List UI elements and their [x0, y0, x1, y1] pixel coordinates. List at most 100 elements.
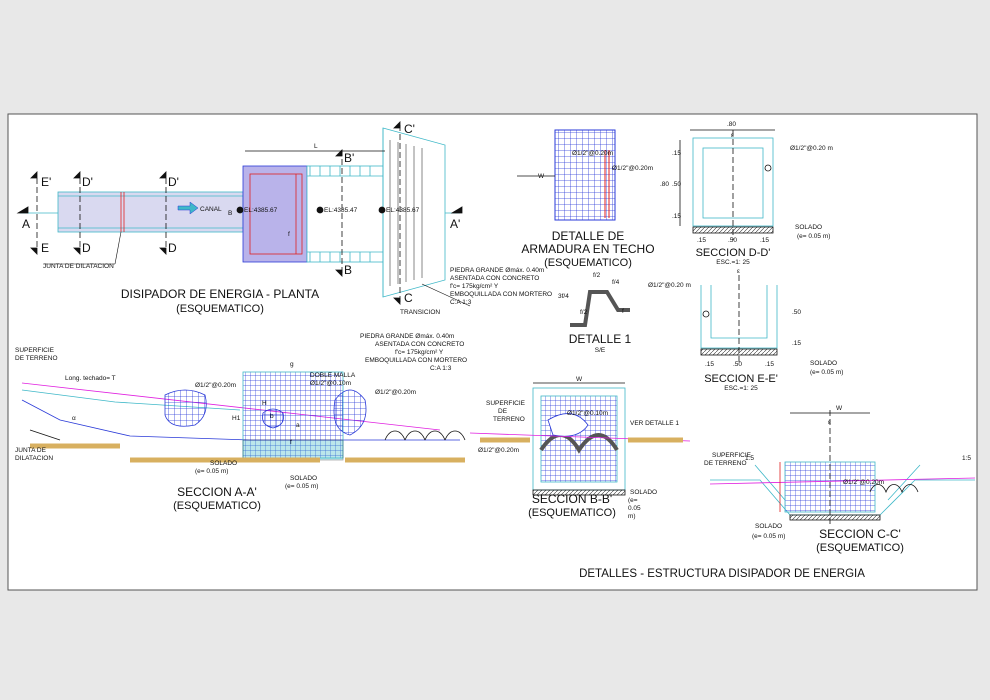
cut-label-e2: E'	[41, 175, 51, 189]
dim-b: B	[228, 210, 232, 217]
ee-b50: .50	[733, 361, 742, 368]
dd-b50: .50	[728, 237, 737, 244]
cc-axis: ε	[828, 419, 831, 426]
techo-bar-1: Ø1/2"@0.20m	[572, 150, 613, 157]
ee-axis: ε	[737, 268, 740, 275]
dd-d50: .50	[672, 181, 681, 188]
aa-superficie-2: DE TERRENO	[15, 355, 58, 362]
transicion-label: TRANSICION	[400, 309, 440, 316]
elevation-2: EL:4385.47	[324, 207, 358, 214]
section-ee-labels: Ø1/2"@0.20 m .50 .15 SOLADO (e= 0.05 m) …	[648, 268, 843, 376]
aa-dim-h: H	[262, 400, 267, 407]
aa-note-4: EMBOQUILLADA CON MORTERO	[365, 357, 467, 364]
aa-junta-2: DILATACION	[15, 455, 53, 462]
techo-title-2: ARMADURA EN TECHO	[521, 242, 654, 256]
canal-label: CANAL	[200, 206, 222, 213]
plan-note-4: EMBOQUILLADA CON MORTERO	[450, 291, 552, 298]
section-bb	[469, 382, 691, 496]
section-dd	[679, 129, 775, 240]
dd-title: SECCION D-D'	[696, 247, 771, 259]
ee-d50: .50	[792, 309, 801, 316]
ee-title: SECCION E-E'	[704, 373, 778, 385]
bb-solado-4: m)	[628, 513, 636, 520]
cut-label-a: A	[22, 217, 30, 231]
aa-solado1-2: (e= 0.05 m)	[195, 468, 228, 475]
aa-bar-1: Ø1/2"@0.20m	[195, 382, 236, 389]
section-cc	[709, 410, 976, 525]
dd-d15a: .15	[672, 150, 681, 157]
cc-slope-1: 1:5	[745, 455, 754, 462]
junta-label: JUNTA DE DILATACION	[43, 263, 114, 270]
aa-note-3: f'c= 175kg/cm² Y	[395, 349, 444, 356]
aa-solado1-1: SOLADO	[210, 460, 237, 467]
elevation-1: EL:4385.67	[244, 207, 278, 214]
cc-subtitle: (ESQUEMATICO)	[816, 542, 904, 554]
plan-subtitle: (ESQUEMATICO)	[176, 303, 264, 315]
plan-note-1: PIEDRA GRANDE Ømáx. 0.40m	[450, 267, 544, 274]
bb-dim-w: W	[576, 376, 583, 383]
aa-bar-2: Ø1/2"@0.20m	[375, 389, 416, 396]
aa-long-techo: Long. techado= T	[65, 375, 116, 382]
section-bb-labels: SUPERFICIE DE TERRENO Ø1/2"@0.10m Ø1/2"@…	[478, 376, 679, 520]
dd-b15: .15	[697, 237, 706, 244]
aa-dim-b: b	[270, 413, 274, 420]
aa-solado2-2: (e= 0.05 m)	[285, 483, 318, 490]
aa-note-1: PIEDRA GRANDE Ømáx. 0.40m	[360, 333, 454, 340]
plan-note-5: C:A 1:3	[450, 299, 472, 306]
techo-subtitle: (ESQUEMATICO)	[544, 257, 632, 269]
bb-ver-detalle: VER DETALLE 1	[630, 420, 679, 427]
section-aa	[21, 371, 466, 463]
bb-subtitle: (ESQUEMATICO)	[528, 507, 616, 519]
aa-note-2: ASENTADA CON CONCRETO	[375, 341, 464, 348]
detalle-1-labels: f/2 f/4 3f/4 f/2 f	[558, 272, 624, 316]
det1-d1: f/2	[593, 272, 601, 279]
techo-title-1: DETALLE DE	[552, 229, 624, 243]
bb-superficie-3: TERRENO	[493, 416, 525, 423]
techo-labels: Ø1/2"@0.20m Ø1/2"@0.20m W	[538, 150, 653, 180]
bb-bar-2: Ø1/2"@0.20m	[478, 447, 519, 454]
cut-label-b: B	[344, 263, 352, 277]
cut-label-d: D	[82, 241, 91, 255]
plan-annotations: EL:4385.67 EL:4385.47 EL:4385.67 CANAL J…	[43, 143, 552, 316]
aa-superficie-1: SUPERFICIE	[15, 347, 55, 354]
section-cc-labels: SUPERFICIE DE TERRENO Ø1/2"@0.20m SOLADO…	[704, 405, 971, 540]
plan-labels: A A' B B' C C' D D' D D' E E'	[22, 122, 460, 305]
ee-d15: .15	[792, 340, 801, 347]
bb-title: SECCION B-B'	[532, 492, 612, 506]
dd-scale: ESC.=1: 25	[716, 259, 750, 266]
section-aa-labels: SUPERFICIE DE TERRENO Long. techado= T J…	[15, 333, 467, 490]
aa-dim-f: f	[290, 439, 292, 446]
cut-label-d2: D'	[82, 175, 93, 189]
dd-d15b: .15	[672, 213, 681, 220]
plan-note-3: f'c= 175kg/cm² Y	[450, 283, 499, 290]
plan-title: DISIPADOR DE ENERGIA - PLANTA	[121, 287, 319, 301]
bb-solado-1: SOLADO	[630, 489, 657, 496]
plan-view	[16, 121, 471, 307]
cc-solado-1: SOLADO	[755, 523, 782, 530]
dd-dh80: .80	[660, 181, 669, 188]
det1-title: DETALLE 1	[569, 332, 632, 346]
plan-note-2: ASENTADA CON CONCRETO	[450, 275, 539, 282]
cc-superficie-1: SUPERFICIE	[712, 452, 752, 459]
aa-dim-x: α	[72, 415, 76, 422]
cut-label-b2: B'	[344, 151, 354, 165]
dd-solado-2: (e= 0.05 m)	[797, 233, 830, 240]
section-dd-labels: .80 .15 .50 .15 .80 Ø1/2"@0.20 m SOLADO …	[660, 121, 833, 244]
bb-superficie-2: DE	[498, 408, 508, 415]
techo-bar-2: Ø1/2"@0.20m	[612, 165, 653, 172]
ee-bar: Ø1/2"@0.20 m	[648, 282, 691, 289]
bb-solado-2: (e=	[628, 497, 638, 504]
cut-label-d4: D'	[168, 175, 179, 189]
ee-solado-1: SOLADO	[810, 360, 837, 367]
dd-d80: .80	[727, 121, 736, 128]
aa-dim-a: a	[296, 422, 300, 429]
aa-doble-1: DOBLE MALLA	[310, 372, 356, 379]
cut-label-d3: D	[168, 241, 177, 255]
section-ee	[700, 275, 778, 362]
cut-label-e: E	[41, 241, 49, 255]
ee-solado-2: (e= 0.05 m)	[810, 369, 843, 376]
aa-dim-h1: H1	[232, 415, 241, 422]
cc-title: SECCION C-C'	[819, 527, 901, 541]
techo-dim: W	[538, 173, 545, 180]
